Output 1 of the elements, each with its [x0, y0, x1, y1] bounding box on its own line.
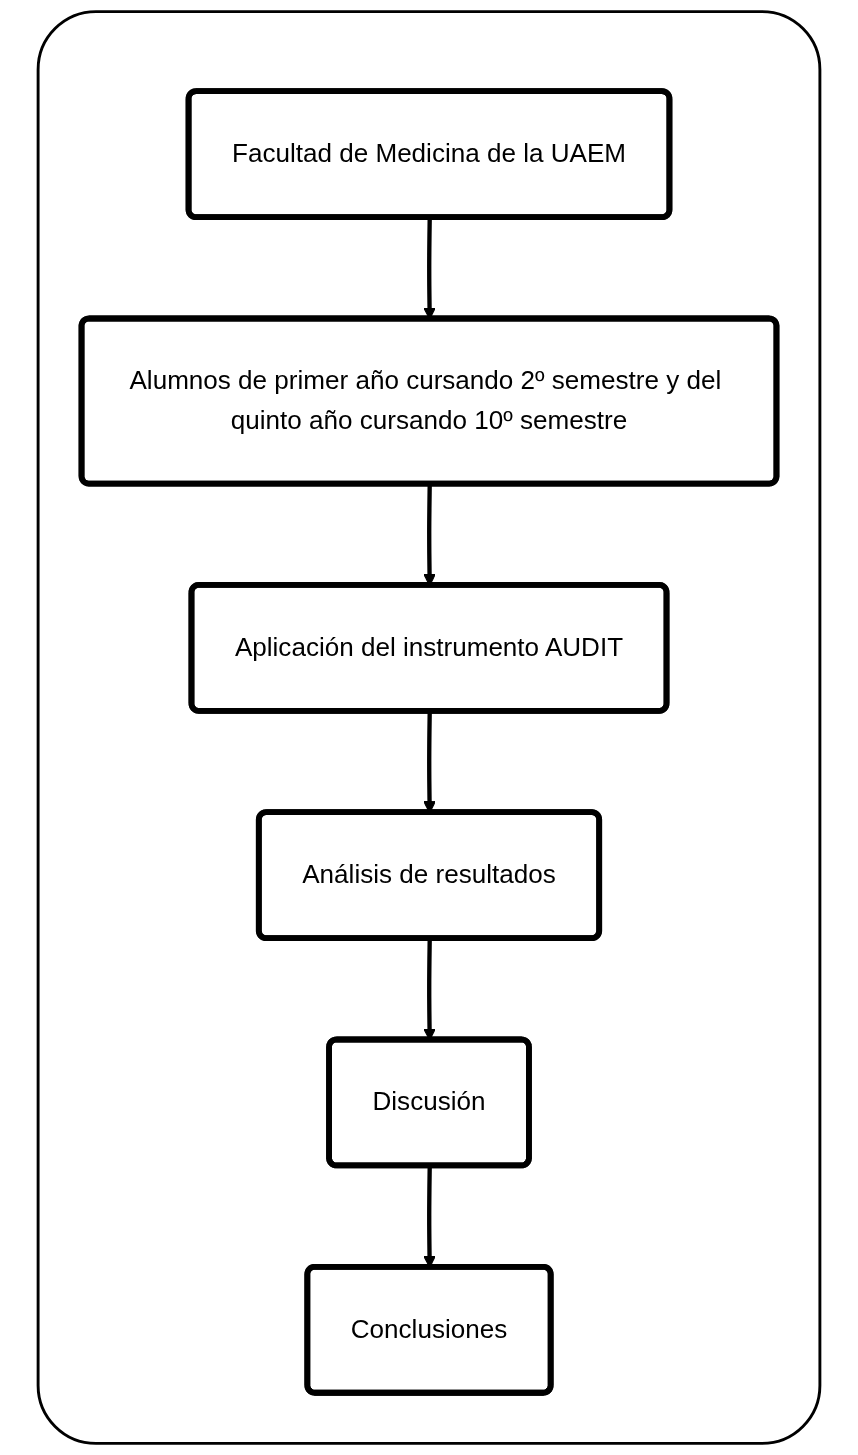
cluster: [36, 10, 822, 1445]
